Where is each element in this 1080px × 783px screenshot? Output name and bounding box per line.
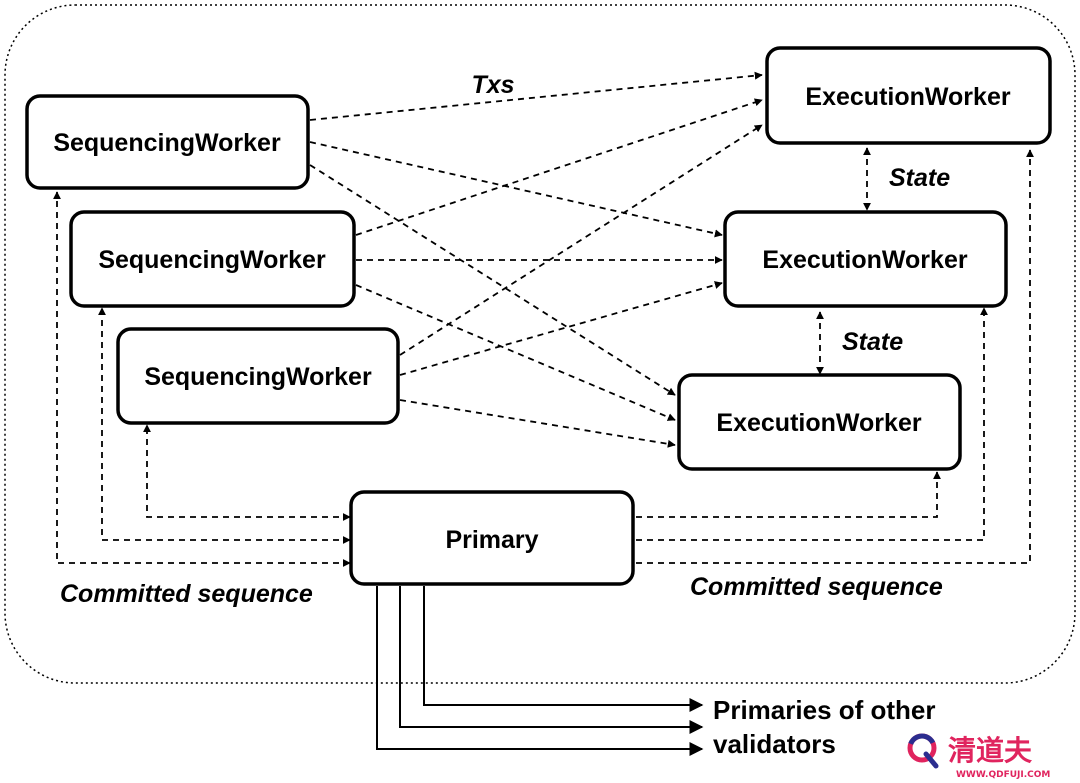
validator-boundary [4, 4, 1076, 684]
watermark-logo-icon [907, 733, 939, 769]
committed-edges-left [53, 191, 351, 567]
primary-label: Primary [445, 526, 538, 554]
watermark-brand: 清道夫 [948, 734, 1033, 767]
sequencing-worker-2: SequencingWorker [69, 210, 356, 308]
execution-worker-3-label: ExecutionWorker [716, 409, 921, 437]
sequencing-worker-1: SequencingWorker [25, 94, 310, 190]
execution-worker-2: ExecutionWorker [723, 210, 1008, 308]
execution-worker-1: ExecutionWorker [765, 46, 1052, 145]
sequencing-worker-1-label: SequencingWorker [53, 129, 281, 157]
sequencing-worker-3-label: SequencingWorker [144, 363, 372, 391]
committed-edges-right [636, 149, 1034, 564]
other-primaries-label-line2: validators [713, 729, 836, 759]
sequencing-worker-3: SequencingWorker [116, 327, 400, 425]
txs-label: Txs [471, 71, 514, 99]
tx-edges [309, 71, 763, 448]
committed-sequence-right-label: Committed sequence [690, 573, 943, 601]
other-primaries-label-line1: Primaries of other [713, 695, 936, 725]
execution-worker-1-label: ExecutionWorker [805, 83, 1010, 111]
state-label-1: State [889, 164, 950, 192]
state-label-2: State [842, 328, 903, 356]
watermark-url: WWW.QDFUJI.COM [956, 770, 1050, 780]
execution-worker-2-label: ExecutionWorker [762, 246, 967, 274]
primary-node: Primary [349, 490, 635, 586]
watermark: 清道夫 WWW.QDFUJI.COM [907, 733, 1050, 780]
committed-sequence-left-label: Committed sequence [60, 580, 313, 608]
sequencing-worker-2-label: SequencingWorker [98, 246, 326, 274]
execution-worker-3: ExecutionWorker [677, 373, 962, 471]
output-edges [376, 586, 704, 756]
